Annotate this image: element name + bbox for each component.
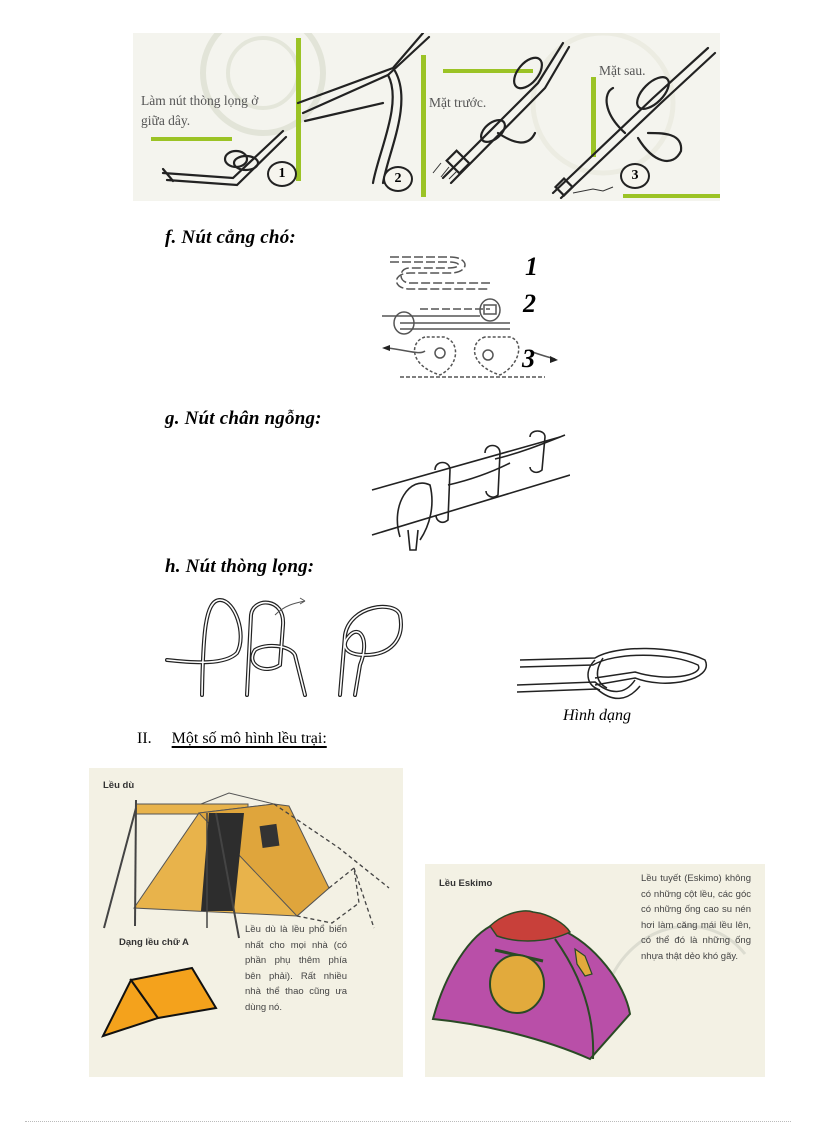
eskimo-tent-panel: Lều Eskimo Lều tuyết (Eskimo) không có n… (425, 864, 765, 1077)
pole-with-loops-graphic (371, 430, 571, 551)
section-number: II. (137, 730, 152, 747)
accent-bar (296, 38, 301, 181)
step-3-badge: 3 (620, 163, 650, 189)
eskimo-tent-label: Lều Eskimo (439, 878, 493, 889)
section-heading-tent-models: II. Một số mô hình lều trại: (137, 730, 327, 748)
step-1-badge: 1 (267, 161, 297, 187)
heading-clove-hitch-chain: g. Nút chân ngỗng: (165, 408, 322, 429)
a-frame-tent-label: Dạng lều chữ A (119, 937, 189, 948)
step-2-badge: 2 (383, 166, 413, 192)
umbrella-tent-description: Lều dù là lều phổ biến nhất cho mọi nhà … (245, 924, 347, 1013)
noose-steps-graphic (165, 597, 403, 697)
step-label-1: 1 (525, 252, 538, 281)
umbrella-tent-panel: Lều dù Dạng lều chữ A Lều dù là lều phổ … (89, 768, 403, 1077)
finished-knot-graphic (516, 647, 708, 700)
accent-bar (421, 55, 426, 197)
background-pattern-graphic (200, 33, 676, 176)
eskimo-tent-description: Lều tuyết (Eskimo) không có những cột lề… (641, 873, 751, 962)
umbrella-tent-graphic (101, 792, 390, 1038)
page-bottom-rule (25, 1121, 791, 1122)
front-side-label: Mặt trước. (429, 95, 487, 110)
accent-bar (623, 194, 720, 198)
noose-knot-steps-illustration (165, 595, 415, 700)
heading-noose-knot: h. Nút thòng lọng: (165, 556, 315, 577)
umbrella-tent-label: Lều dù (103, 780, 135, 791)
result-shape-caption: Hình dạng (563, 707, 631, 724)
goose-foot-knot-illustration (370, 425, 571, 555)
knot-drawings (161, 33, 717, 200)
step-label-3: 3 (522, 344, 535, 373)
sheepshank-knot-illustration (380, 245, 560, 380)
noose-result-illustration (515, 640, 720, 705)
eskimo-tent-graphic (431, 910, 747, 1061)
step1-instruction: Làm nút thòng lọng ở giữa dây. (141, 93, 259, 128)
step-label-2: 2 (523, 289, 536, 318)
back-side-label: Mặt sau. (599, 63, 646, 78)
section-title: Một số mô hình lều trại: (171, 730, 327, 747)
knot-peg-illustration: Làm nút thòng lọng ở giữa dây. (133, 33, 720, 201)
accent-bar (591, 77, 596, 157)
heading-sheepshank-knot: f. Nút cẳng chó: (165, 227, 296, 248)
accent-bar (443, 69, 533, 73)
sheepshank-steps-graphic (382, 256, 558, 378)
accent-bar (151, 137, 232, 141)
